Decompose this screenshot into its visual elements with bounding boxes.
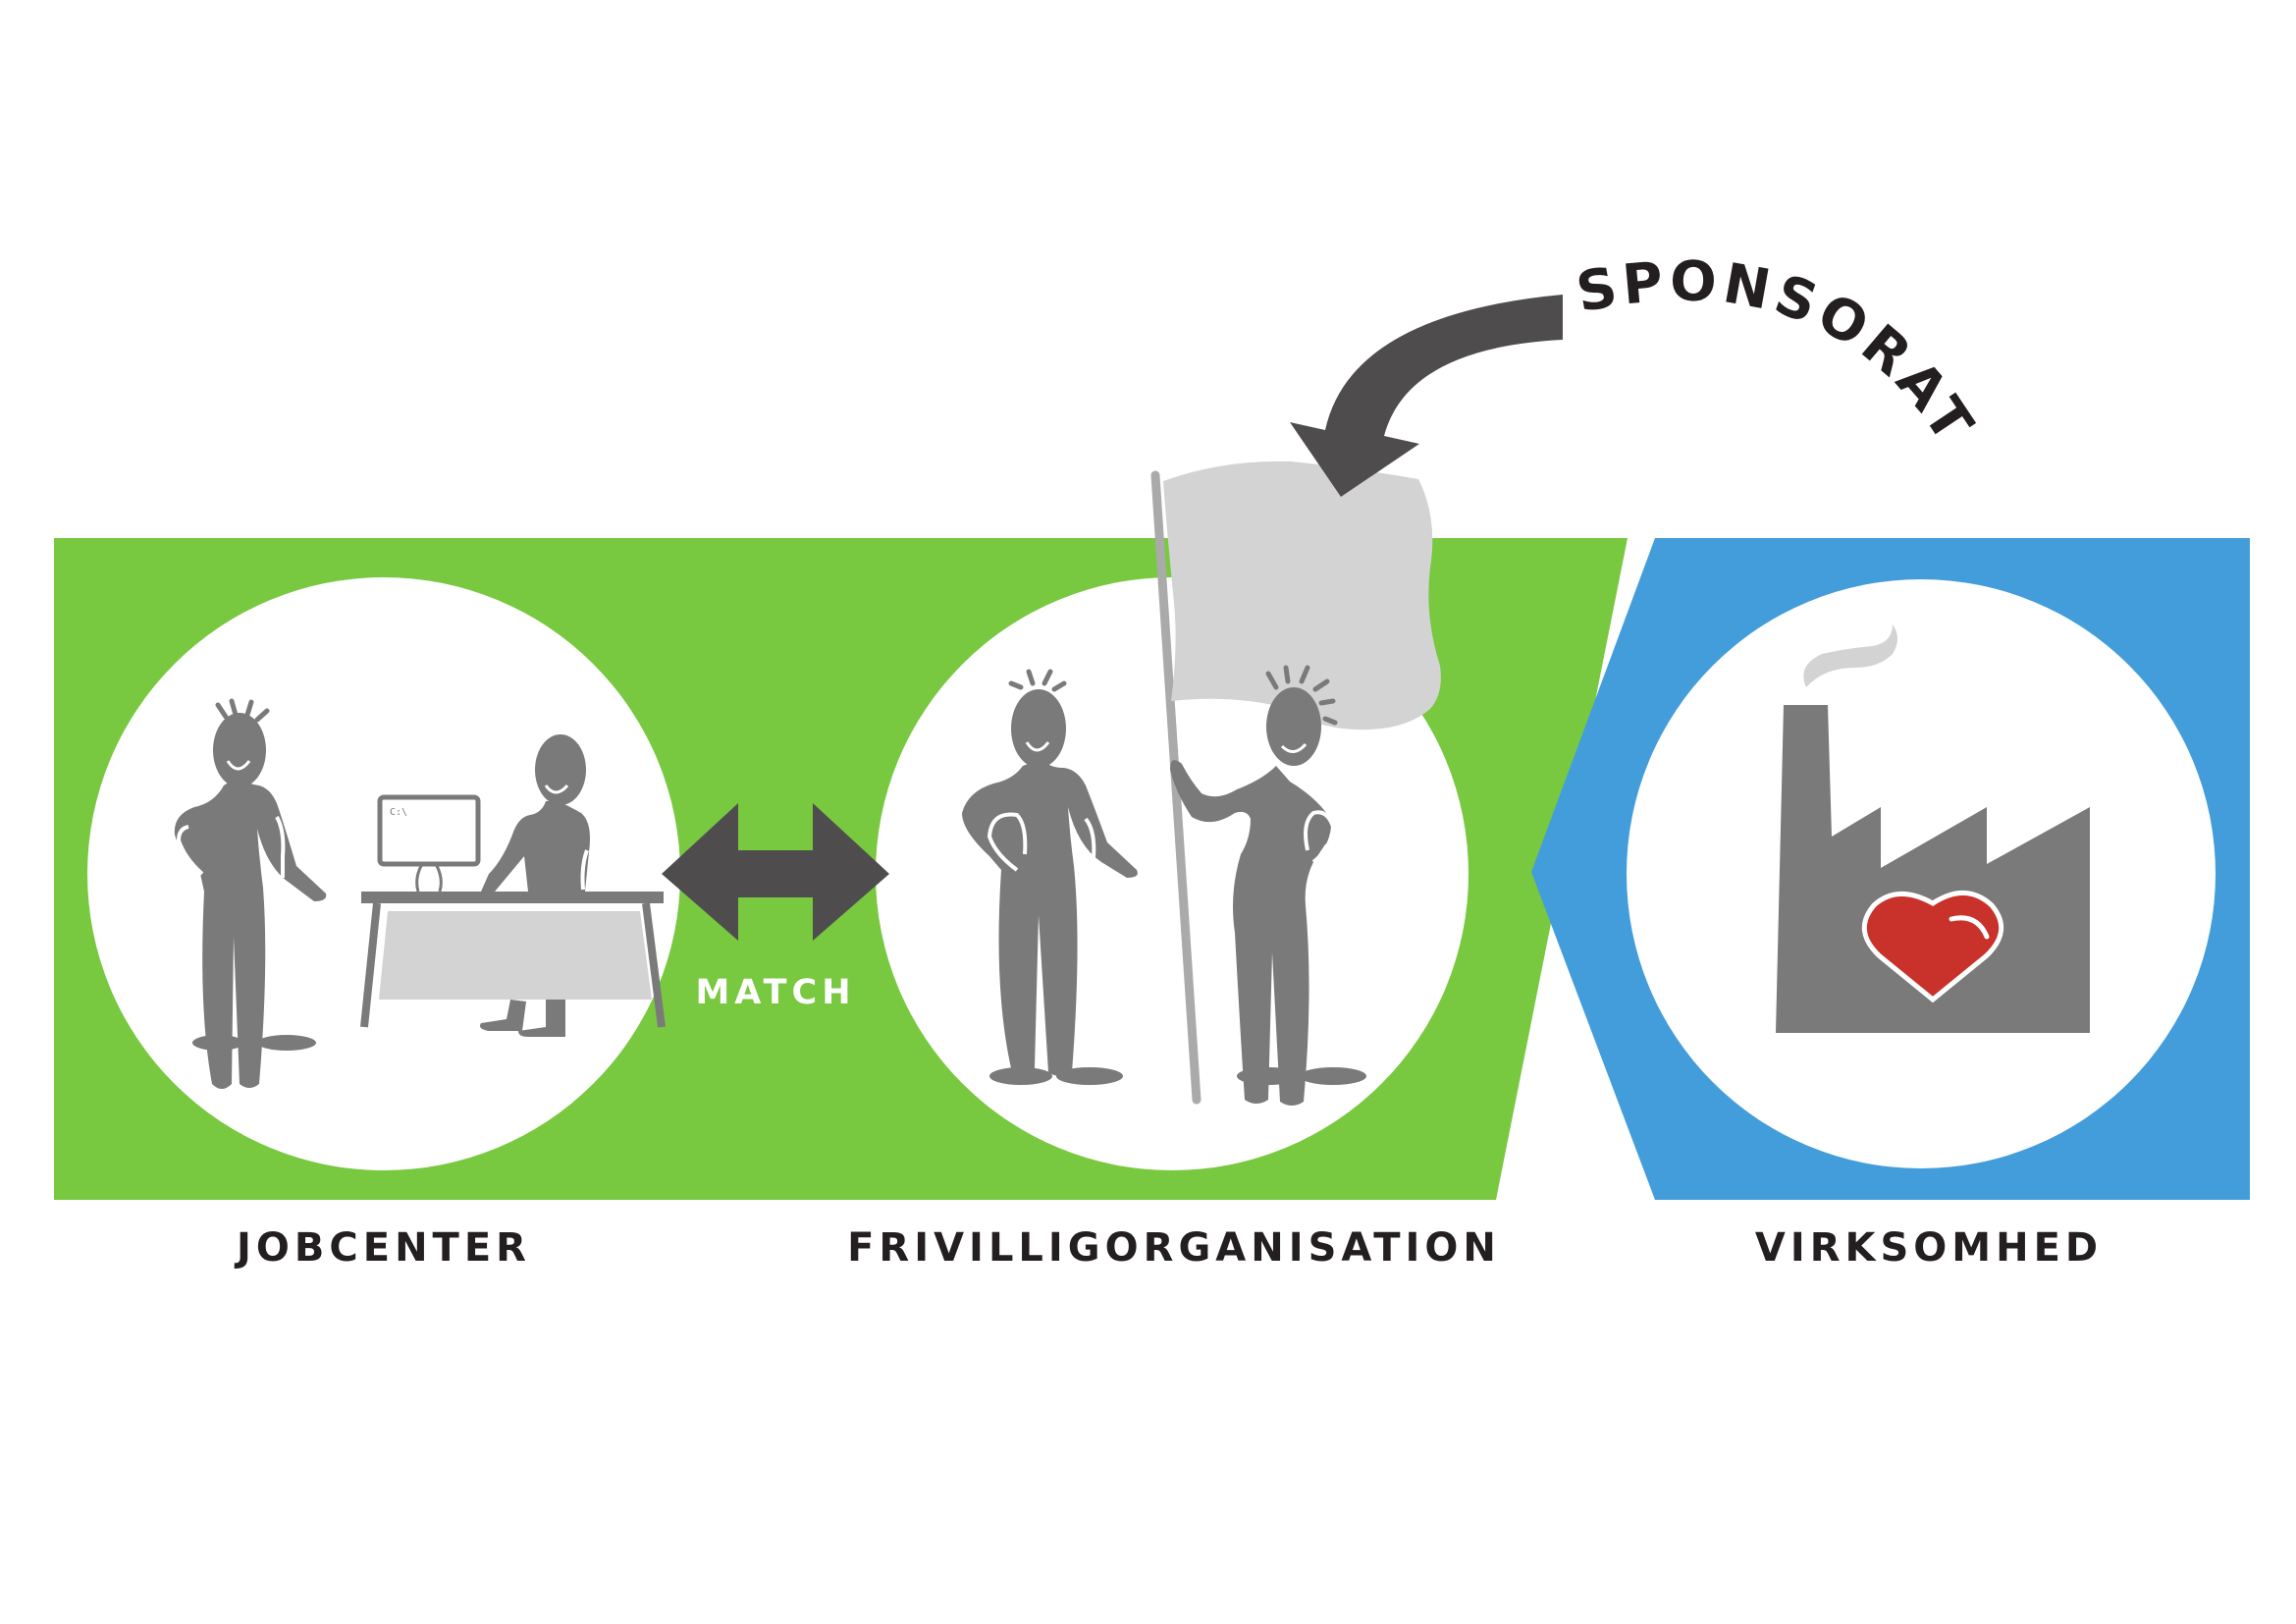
- volunteers-flag-icon: [962, 460, 1441, 1106]
- computer-monitor-icon: C:\: [377, 794, 481, 893]
- volunteer-org-label: FRIVILLIGORGANISATION: [847, 1225, 1501, 1271]
- standing-person-icon: [174, 698, 327, 1089]
- flag-bearer-person-icon: [1170, 665, 1366, 1106]
- jobcenter-meeting-icon: C:\: [174, 698, 666, 1089]
- jobcenter-circle: [87, 577, 680, 1170]
- desk-icon: [360, 892, 666, 1028]
- jobcenter-label: JOBCENTER: [234, 1225, 531, 1271]
- match-arrow: [662, 803, 889, 941]
- company-label: VIRKSOMHED: [1755, 1225, 2103, 1271]
- svg-text:C:\: C:\: [390, 807, 407, 818]
- sponsorship-label: SPONSORAT: [1572, 249, 1987, 458]
- volunteer-person-icon: [962, 669, 1138, 1085]
- factory-heart-icon: [1776, 624, 2090, 1033]
- smoke-icon: [1803, 624, 1897, 687]
- factory-icon: [1776, 705, 2090, 1033]
- match-label: MATCH: [695, 973, 855, 1012]
- seated-person-icon: [480, 734, 590, 1037]
- sponsorship-arrow: [1290, 295, 1563, 497]
